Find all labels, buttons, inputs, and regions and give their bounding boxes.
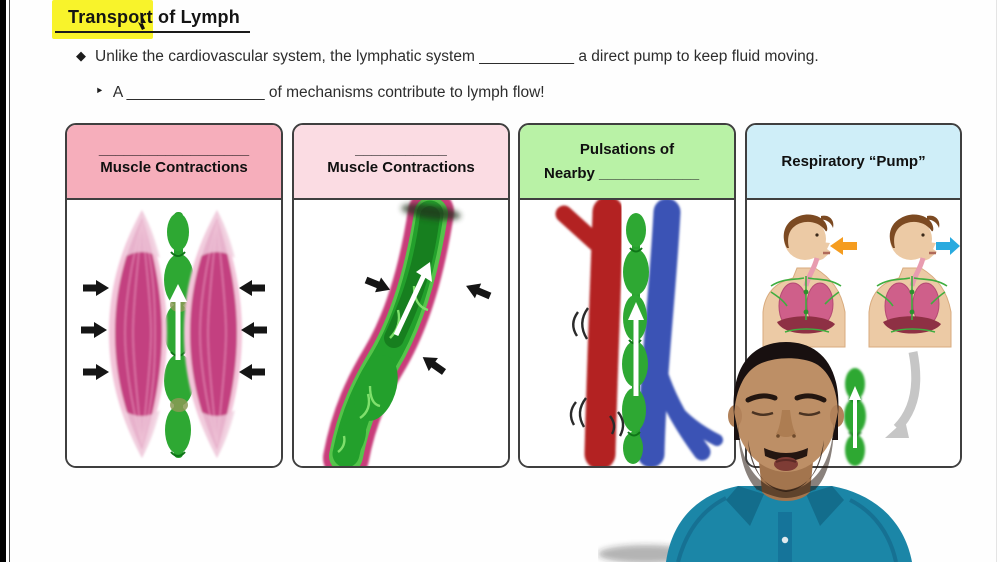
bullet-main-text-after: a direct pump to keep fluid moving. <box>574 48 819 65</box>
card1-illustration <box>67 200 281 466</box>
collar-right <box>806 486 844 526</box>
inhale-arrow-icon <box>830 237 857 255</box>
card4-header: Respiratory “Pump” <box>747 125 960 200</box>
inhaling-figure <box>763 215 845 347</box>
card-arterial-pulsations: Pulsations of Nearby ____________ <box>518 123 736 468</box>
skeletal-muscle-illustration <box>81 210 267 458</box>
exhale-arrow-icon <box>936 237 960 255</box>
card2-header-label: Muscle Contractions <box>327 159 475 177</box>
slide-edge-line-right <box>996 0 997 562</box>
bullet-main: ◆ Unlike the cardiovascular system, the l… <box>76 48 819 66</box>
card4-header-line1: Respiratory “Pump” <box>781 152 926 170</box>
triangle-bullet-icon: ‣ <box>95 83 104 100</box>
button <box>781 536 789 544</box>
card-smooth-muscle-pump: ___________ Muscle Contractions <box>292 123 510 468</box>
artery-vein-lymph-illustration <box>555 200 723 466</box>
mustache <box>764 448 808 461</box>
ear-left <box>728 405 742 427</box>
card3-header-line2: Nearby ____________ <box>544 164 700 182</box>
card-skeletal-muscle-pump: __________________ Muscle Contractions <box>65 123 283 468</box>
card-respiratory-pump: Respiratory “Pump” <box>745 123 962 468</box>
bullet-sub-blank: ________________ <box>126 84 265 101</box>
card1-header: __________________ Muscle Contractions <box>67 125 281 200</box>
bullet-main-text-before: Unlike the cardiovascular system, the ly… <box>95 48 480 65</box>
card2-header: ___________ Muscle Contractions <box>294 125 508 200</box>
card3-illustration <box>520 200 734 466</box>
pulsation-vibration-marks <box>569 307 625 437</box>
card2-illustration <box>294 200 508 466</box>
skeletal-muscle-right <box>184 210 242 458</box>
page-title: Transport of Lymph <box>55 7 250 33</box>
lymph-flow-arrow <box>849 386 861 448</box>
video-letterbox-left <box>0 0 6 562</box>
slide-edge-line <box>9 0 10 562</box>
highlighter-cursor-icon <box>138 12 146 30</box>
hair <box>733 342 839 416</box>
bullet-sub: ‣ A ________________ of mechanisms contri… <box>95 82 545 102</box>
lymph-flow-arrow <box>169 284 187 360</box>
polo-shirt <box>666 486 912 562</box>
bullet-sub-text-before: A <box>112 84 127 101</box>
ear-right <box>830 405 844 427</box>
bullet-sub-text-after: of mechanisms contribute to lymph flow! <box>264 84 545 101</box>
instructor-portrait <box>598 342 912 562</box>
bullet-main-blank: ___________ <box>479 48 575 65</box>
diamond-bullet-icon: ◆ <box>76 48 86 63</box>
vein <box>637 200 723 466</box>
collar-left <box>726 486 764 526</box>
lymph-vessel-cutaway-illustration <box>323 200 494 466</box>
instructor-video-overlay <box>598 336 932 562</box>
card1-header-blank: __________________ <box>98 140 250 158</box>
face <box>728 342 844 498</box>
exhaling-figure <box>869 215 951 347</box>
card2-header-blank: ___________ <box>355 140 447 158</box>
artery <box>555 200 624 466</box>
card3-header-line1: Pulsations of <box>579 140 675 158</box>
lymph-flow-arrow <box>393 262 432 337</box>
card1-header-label: Muscle Contractions <box>100 159 248 177</box>
lymph-flow-arrow <box>628 302 644 396</box>
skeletal-muscle-left <box>109 210 167 458</box>
card3-header: Pulsations of Nearby ____________ <box>520 125 734 200</box>
